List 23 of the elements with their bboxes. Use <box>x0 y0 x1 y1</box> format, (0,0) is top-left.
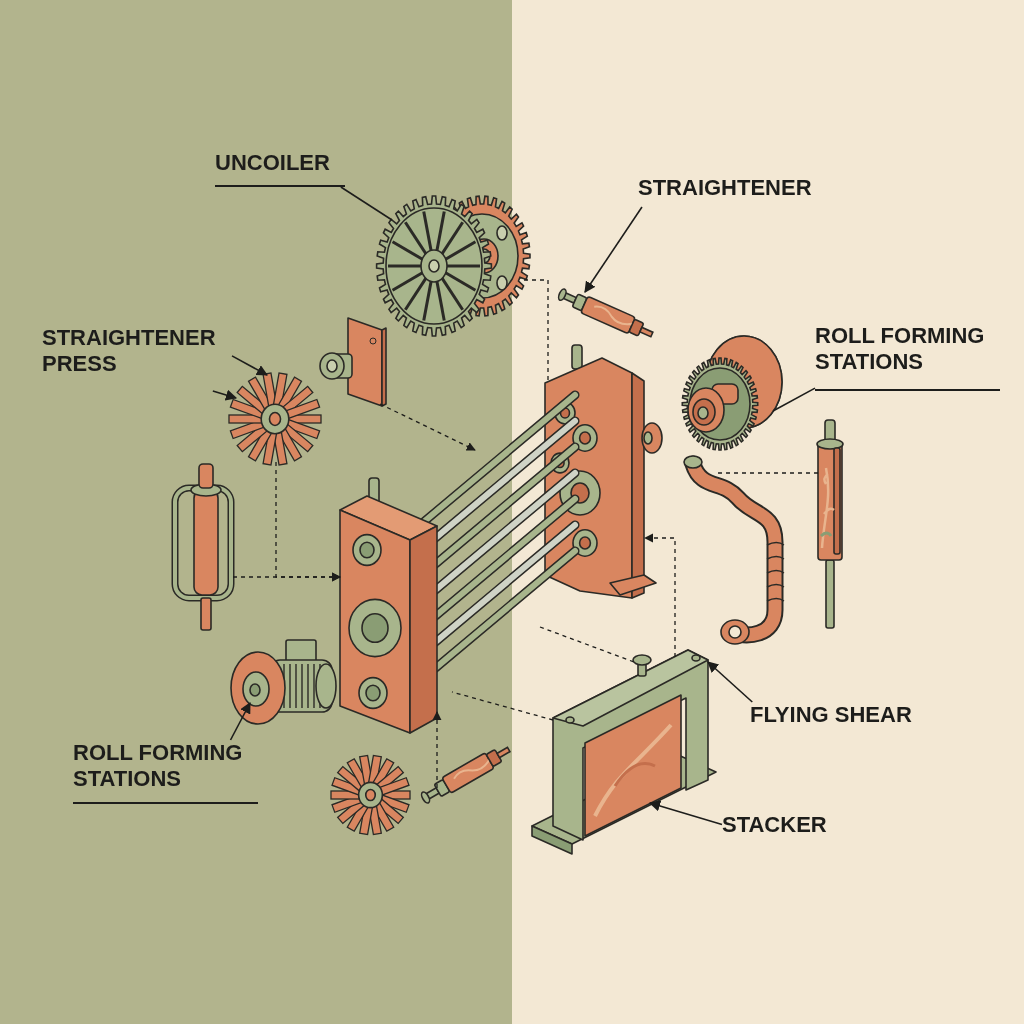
assembly-line <box>432 711 442 789</box>
leader-line <box>231 355 268 376</box>
assembly-line <box>451 691 554 721</box>
part-label: STRAIGHTENER PRESS <box>42 325 232 391</box>
leader-line <box>707 661 754 703</box>
leader-line <box>648 800 723 826</box>
leader-line <box>584 206 643 293</box>
leader-line <box>212 389 238 401</box>
bracket-plate-drawing <box>318 316 388 408</box>
panel-drawing <box>585 695 681 836</box>
part-label: STRAIGHTENER <box>638 175 828 207</box>
assembly-line <box>644 533 676 658</box>
assembly-line <box>232 572 341 582</box>
part-label: UNCOILER <box>215 150 345 187</box>
leader-line <box>229 702 251 741</box>
leader-line <box>772 387 816 412</box>
part-label: ROLL FORMING STATIONS <box>73 740 258 804</box>
assembly-line <box>717 472 819 474</box>
assembly-line <box>379 403 476 451</box>
part-label: STACKER <box>722 812 842 846</box>
part-label: FLYING SHEAR <box>750 702 930 736</box>
part-label: ROLL FORMING STATIONS <box>815 323 1000 391</box>
assembly-line <box>539 626 635 663</box>
